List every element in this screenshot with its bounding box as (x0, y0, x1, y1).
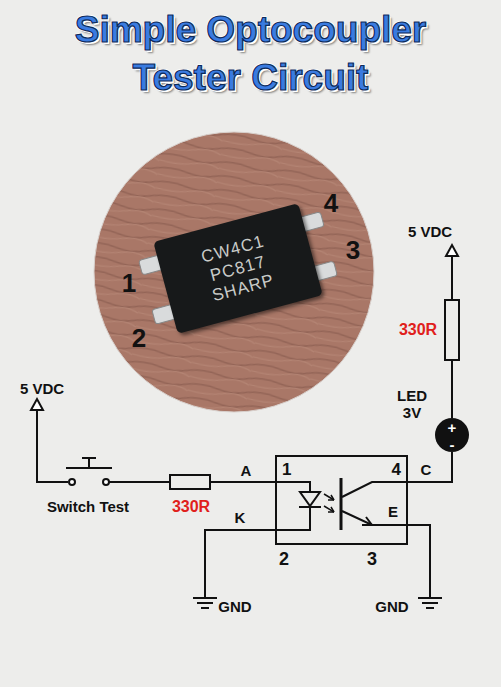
pin-number: 2 (279, 549, 289, 570)
supply-label: 5 VDC (408, 223, 452, 240)
led-label: LED 3V (394, 387, 430, 421)
title-box: Simple Optocoupler Tester Circuit (0, 6, 501, 102)
chip-marking: CW4C1 PC817 SHARP (194, 229, 281, 306)
signal-name: C (421, 461, 432, 478)
pin-number: 4 (324, 188, 338, 218)
ground-label: GND (375, 598, 408, 615)
led-symbol (435, 418, 469, 452)
polarity-mark: - (450, 436, 455, 453)
pin-number: 1 (282, 461, 291, 479)
signal-name: E (388, 503, 398, 520)
pin-number: 1 (122, 268, 136, 298)
resistor-value: 330R (399, 321, 437, 339)
pin-number: 3 (367, 549, 377, 570)
pin-number: 4 (392, 461, 401, 479)
optocoupler-symbol: 14 (275, 455, 408, 545)
signal-name: K (235, 509, 246, 526)
photo (90, 128, 380, 418)
ground-label: GND (218, 598, 251, 615)
pin-number: 3 (346, 235, 360, 265)
resistor-value: 330R (172, 498, 210, 516)
switch-label: Switch Test (47, 498, 129, 515)
signal-name: A (241, 462, 252, 479)
supply-label: 5 VDC (20, 380, 64, 397)
polarity-mark: + (448, 419, 457, 436)
title: Simple Optocoupler Tester Circuit (36, 6, 466, 102)
pin-number: 2 (132, 323, 146, 353)
